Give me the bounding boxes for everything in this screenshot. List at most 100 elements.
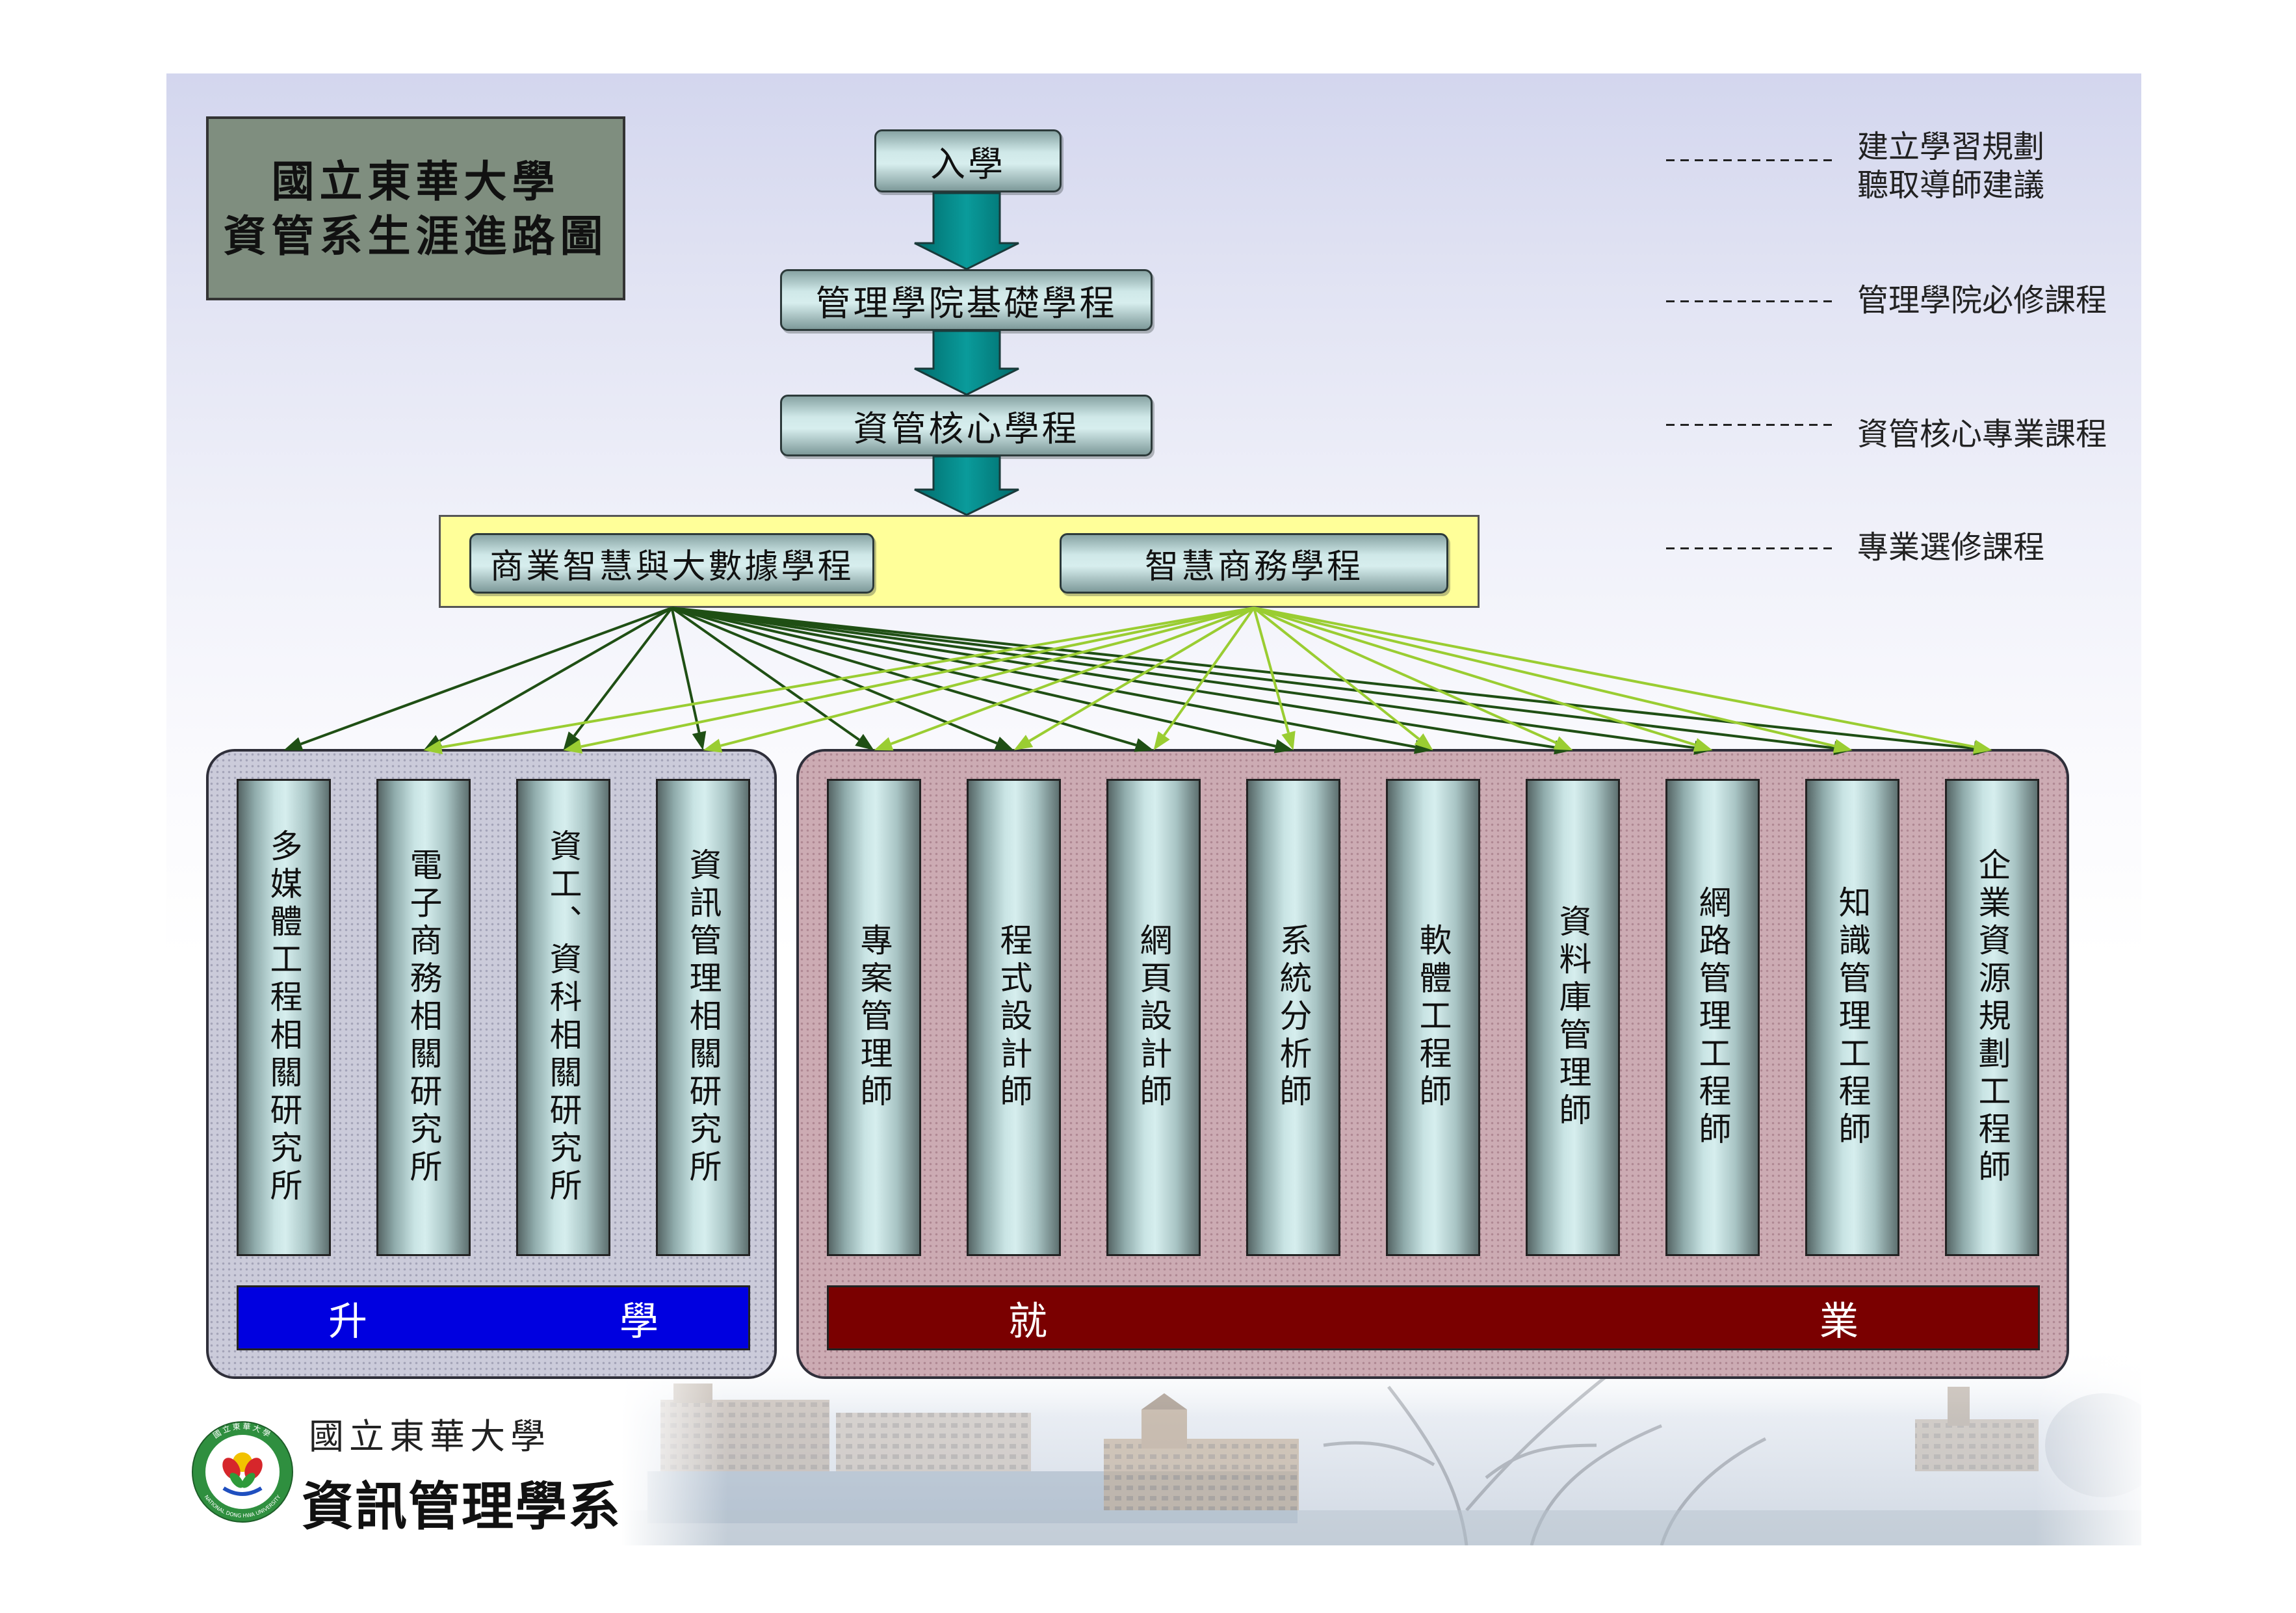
employment-bar-char: 業 [1820,1298,1859,1344]
connection-arrow-line [672,607,1834,750]
outcome-column: 網路管理工程師 [1665,779,1760,1256]
connection-arrow-line [438,607,673,742]
outcome-label: 網頁設計師 [1134,923,1173,1112]
stage-box-admission: 入學 [874,129,1062,192]
stage-box-college-foundation: 管理學院基礎學程 [780,269,1153,331]
connection-arrow-line [1253,607,1557,744]
title-line-1: 國立東華大學 [271,155,560,207]
connection-arrow-line [891,607,1255,746]
outcome-label: 電子商務相關研究所 [404,848,443,1187]
connection-arrow-line [670,607,701,733]
title-line-2: 資管系生涯進路圖 [223,210,608,261]
legend-label: 管理學院必修課程 [1857,282,2107,319]
down-arrow-icon [914,192,1019,270]
down-arrow-icon [914,455,1019,516]
outcome-label: 專案管理師 [855,923,893,1112]
program-box: 智慧商務學程 [1060,533,1448,594]
outcome-label: 網路管理工程師 [1693,885,1732,1149]
legend-dash [1666,300,1833,302]
outcome-column: 電子商務相關研究所 [376,779,471,1256]
connection-arrow-line [671,607,860,741]
connection-arrow-line [1163,607,1255,737]
connection-arrowhead [692,731,707,750]
outcome-column: 程式設計師 [967,779,1061,1256]
connection-arrow-line [671,607,998,745]
outcome-column: 專案管理師 [827,779,921,1256]
legend-label: 聽取導師建議 [1857,167,2045,203]
outcome-column: 資工、資科相關研究所 [516,779,610,1256]
connection-arrow-line [1253,607,1975,748]
legend-label: 專業選修課程 [1857,529,2045,566]
connection-arrow-line [573,607,673,737]
employment-bar-char: 就 [1008,1298,1047,1344]
outcome-column: 資料庫管理師 [1526,779,1620,1256]
connection-arrow-line [1253,607,1420,741]
legend-dash [1666,159,1833,161]
connection-arrow-line [1253,607,1835,748]
connection-arrow-line [720,607,1255,747]
outcome-column: 系統分析師 [1246,779,1340,1256]
connection-arrow-line [672,607,1416,748]
connection-arrowhead [1281,731,1296,750]
connection-arrowhead [1153,731,1170,750]
down-arrow-icon [914,330,1019,396]
slide: 國立東華大學 資管系生涯進路圖 入學 管理學院基礎學程 資管核心學程 商業智慧與… [166,73,2141,1545]
legend-item: 建立學習規劃 聽取導師建議 [1857,128,2044,205]
outcome-column: 知識管理工程師 [1805,779,1899,1256]
connection-arrow-line [581,607,1255,748]
outcome-column: 軟體工程師 [1386,779,1480,1256]
connection-arrow-line [671,607,1137,746]
study-bar-char: 學 [620,1298,659,1344]
study-group: 多媒體工程相關研究所 電子商務相關研究所 資工、資科相關研究所 資訊管理相關研究… [206,749,777,1379]
study-bar: 升 學 [237,1285,750,1350]
outcome-label: 系統分析師 [1274,923,1312,1112]
employment-bar: 就 業 [827,1285,2040,1350]
diagram-title: 國立東華大學 資管系生涯進路圖 [206,116,625,300]
outcome-column: 資訊管理相關研究所 [656,779,750,1256]
connection-arrowhead [1553,736,1573,750]
employment-columns: 專案管理師 程式設計師 網頁設計師 系統分析師 軟體工程師 資料庫管理師 網路管… [827,779,2039,1256]
outcome-column: 網頁設計師 [1106,779,1201,1256]
connection-arrowhead [1013,735,1034,750]
outcome-label: 企業資源規劃工程師 [1973,848,2011,1187]
outcome-label: 多媒體工程相關研究所 [265,829,303,1206]
legend-label: 建立學習規劃 [1857,129,2045,165]
footer-department-name: 資訊管理學系 [302,1476,621,1537]
connection-arrows [283,607,1992,755]
stage-arrows [914,192,1019,516]
outcome-label: 程式設計師 [995,923,1033,1112]
legend-item: 專業選修課程 [1857,529,2044,567]
connection-arrowhead [994,737,1014,750]
university-emblem-icon: 國立東華大學 NATIONAL DONG HWA UNIVERSITY [192,1421,293,1523]
stage-box-im-core: 資管核心學程 [780,395,1153,456]
footer-university-name: 國立東華大學 [309,1416,551,1457]
outcome-label: 軟體工程師 [1414,923,1452,1112]
outcome-label: 知識管理工程師 [1833,885,1872,1149]
legend-item: 資管核心專業課程 [1857,415,2107,454]
outcome-label: 資訊管理相關研究所 [684,848,722,1187]
program-box: 商業智慧與大數據學程 [469,533,874,594]
connection-arrowhead [1414,733,1433,750]
legend-dash [1666,547,1833,549]
connection-arrow-line [1028,607,1255,742]
connection-arrow-line [672,607,1695,750]
outcome-label: 資料庫管理師 [1554,904,1592,1131]
outcome-label: 資工、資科相關研究所 [544,829,582,1206]
connection-arrow-line [441,607,1255,749]
legend-label: 資管核心專業課程 [1857,416,2107,452]
connection-arrow-line [672,607,1276,748]
connection-arrow-line [672,607,1556,749]
connection-arrow-line [300,607,673,746]
study-bar-char: 升 [328,1298,367,1344]
program-panel: 商業智慧與大數據學程 智慧商務學程 [439,515,1480,608]
legend-item: 管理學院必修課程 [1857,282,2107,320]
study-columns: 多媒體工程相關研究所 電子商務相關研究所 資工、資科相關研究所 資訊管理相關研究… [237,779,750,1256]
outcome-column: 企業資源規劃工程師 [1945,779,2039,1256]
connection-arrow-line [1253,607,1696,746]
connection-arrow-line [1253,607,1290,733]
connection-arrowhead [855,733,874,750]
connection-arrowhead [563,731,581,750]
connection-arrowhead [423,735,443,750]
outcome-column: 多媒體工程相關研究所 [237,779,331,1256]
campus-photo [621,1348,2141,1545]
